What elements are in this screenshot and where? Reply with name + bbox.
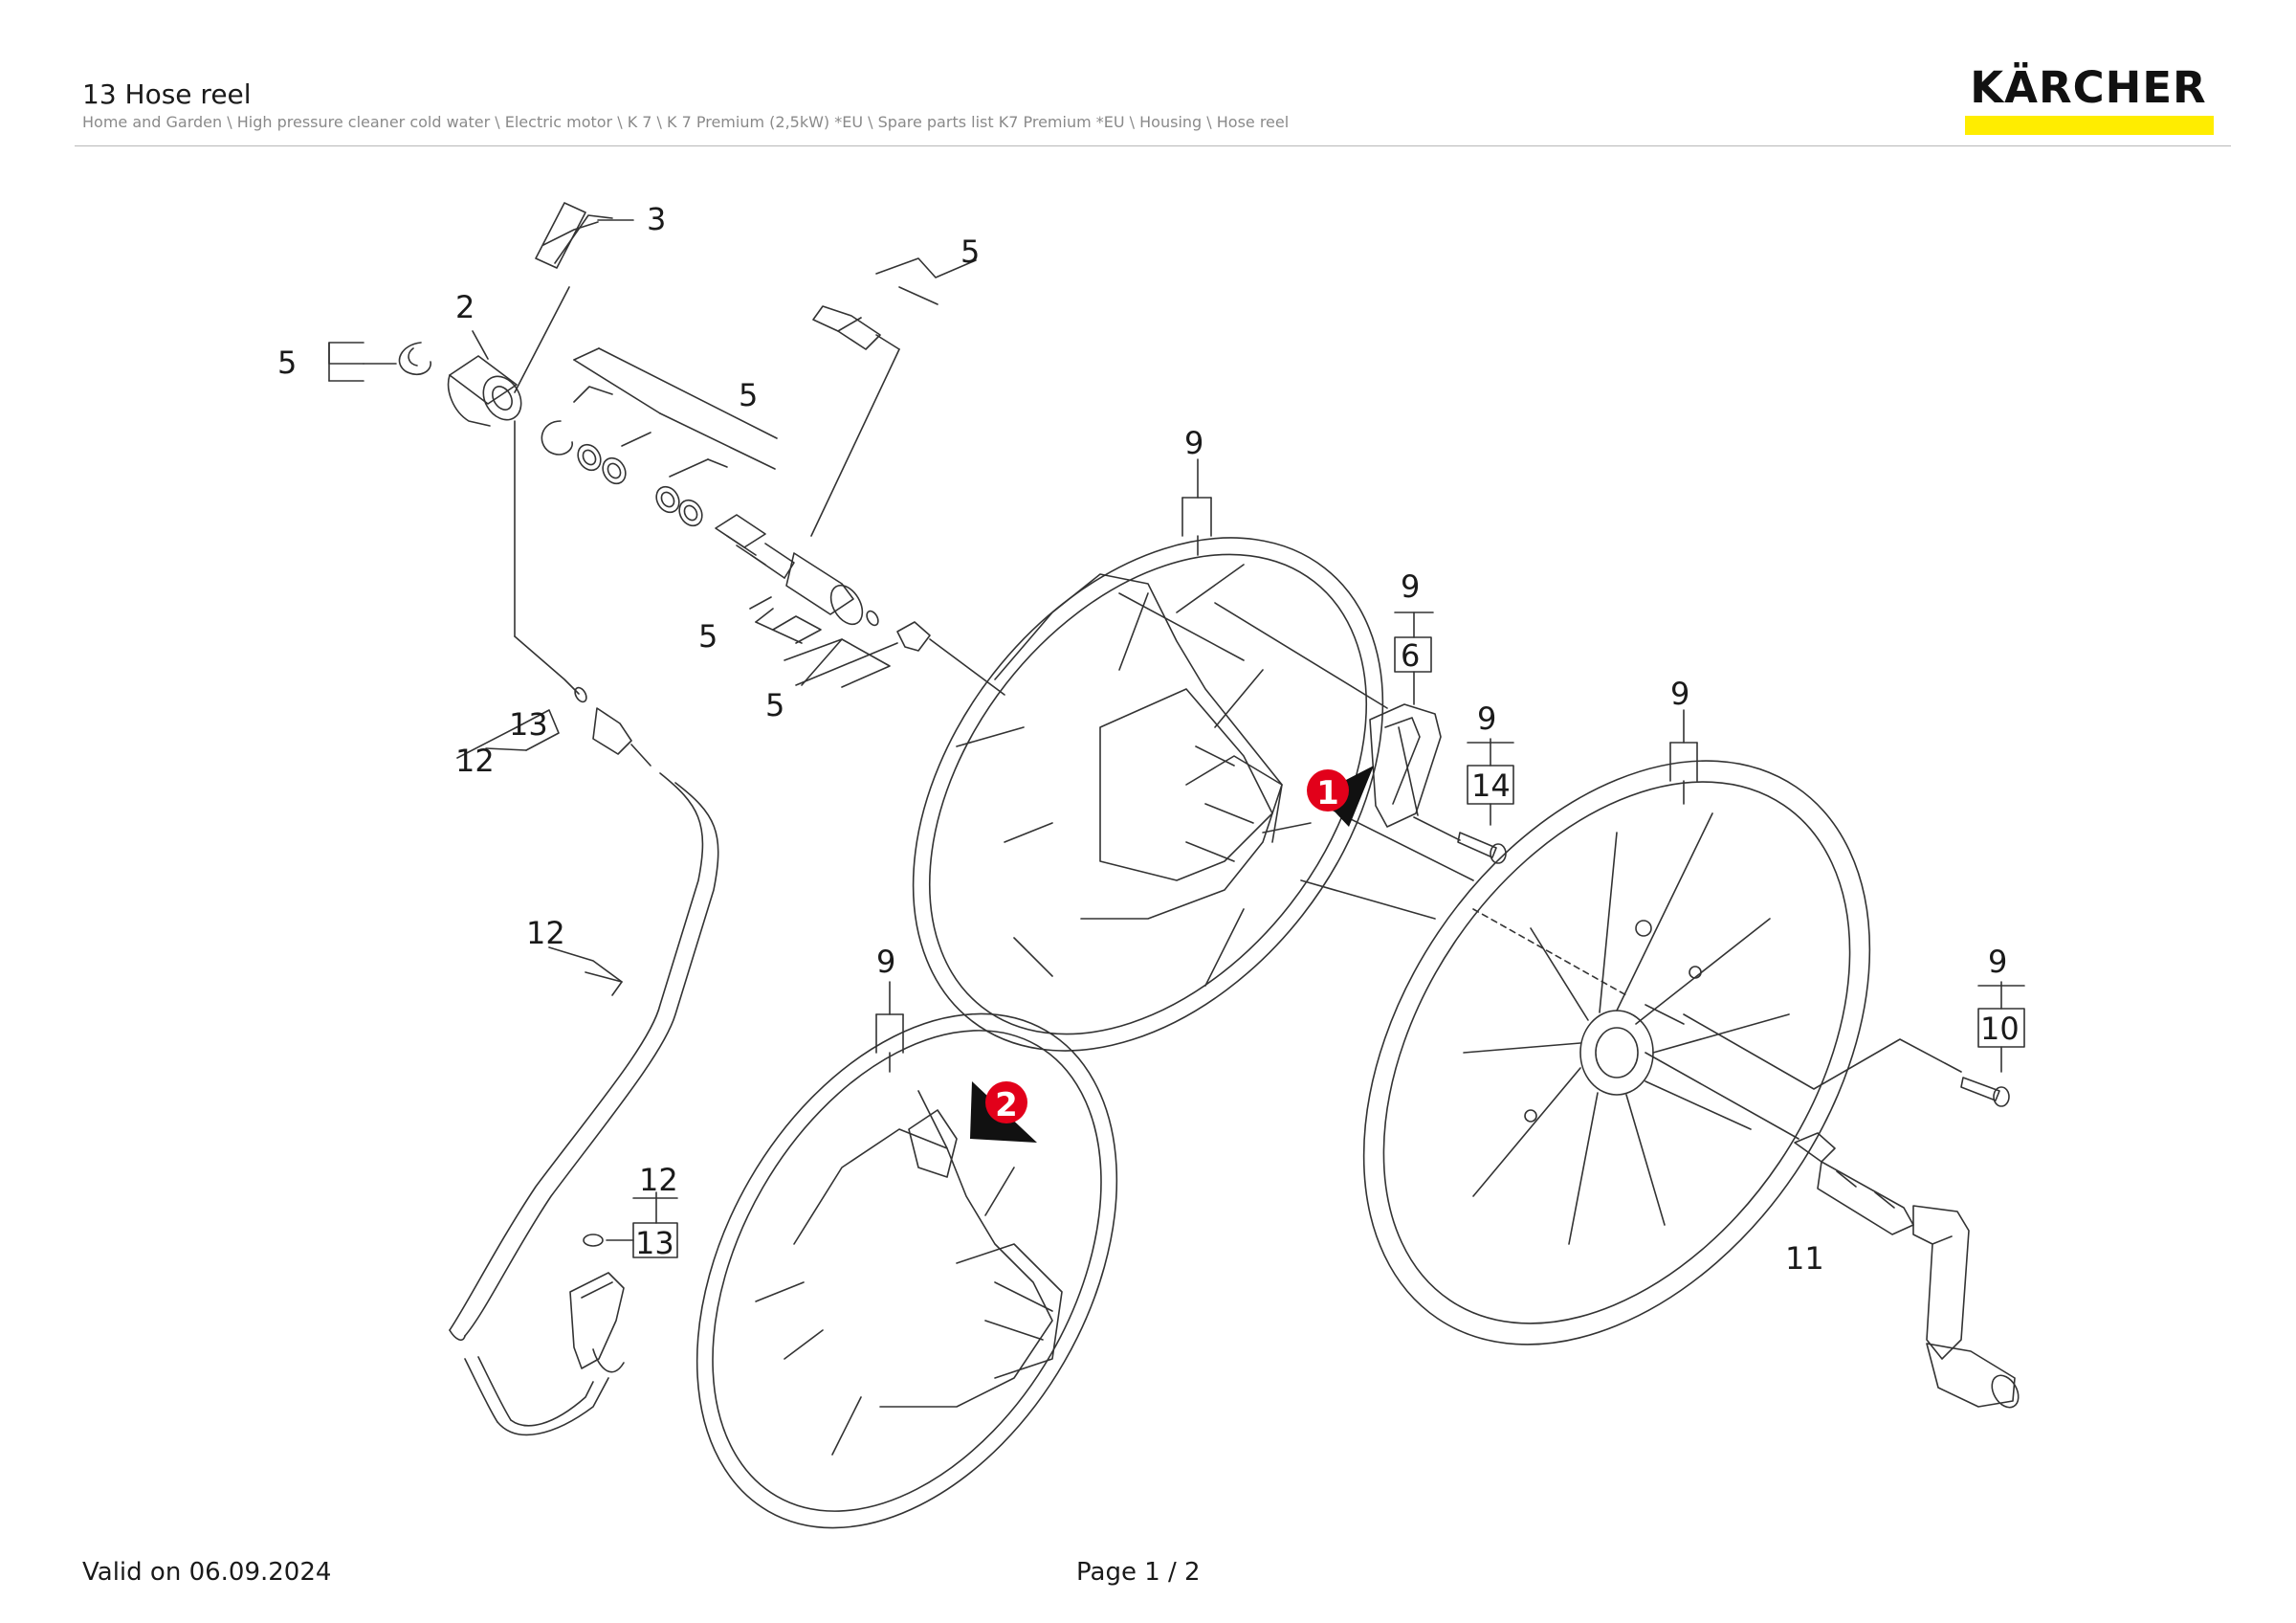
page-title: 13 Hose reel [82,78,252,110]
label-9-holder: 9 [1401,568,1420,605]
label-9-drum-upper: 9 [1184,425,1203,461]
leaders-9 [875,458,1698,1073]
part-6-holder [1369,611,1461,841]
label-13-upper: 13 [509,706,548,743]
logo-yellow-bar [1965,116,2214,135]
label-12-lower: 12 [639,1162,678,1198]
validity-date: Valid on 06.09.2024 [82,1558,332,1587]
part-5-clip-top [810,257,977,537]
label-11: 11 [1785,1240,1824,1277]
label-13-lower: 13 [635,1225,674,1261]
breadcrumb: Home and Garden \ High pressure cleaner … [82,113,1290,131]
drum-half-upper [912,537,1474,1052]
drum-half-lower [695,1012,1118,1529]
part-2-sleeve [447,330,580,695]
logo-wordmark: KÄRCHER [1970,62,2207,113]
part-14-screw [1457,738,1514,864]
label-14: 14 [1471,767,1511,804]
label-5-top: 5 [960,233,980,270]
label-5-left: 5 [277,345,297,381]
header-divider [75,145,2231,146]
part-11-crank [1645,1052,2020,1409]
leaders-5-lower [772,615,898,688]
part-5-ring-group [541,347,778,527]
label-9-screw-14: 9 [1477,700,1496,737]
page-number: Page 1 / 2 [1076,1558,1201,1587]
label-5-lower-b: 5 [765,687,784,723]
marker-2-label: 2 [995,1086,1018,1124]
part-swivel-nipple [715,514,1005,696]
label-12-upper: 12 [455,743,495,779]
label-9-screw-10: 9 [1988,944,2007,980]
part-5-circlip-left [328,342,431,382]
marker-1: 1 [1307,766,1374,827]
marker-2: 2 [970,1081,1037,1143]
label-12-hose: 12 [526,915,565,951]
label-9-drum-lower: 9 [876,944,895,980]
part-3-clip [514,202,634,393]
drum-plate-right [1362,760,1871,1345]
part-10-screw [1683,981,2025,1107]
label-10: 10 [1980,1011,2020,1047]
label-5-lower-a: 5 [698,618,718,655]
part-13-oring-lower [583,1191,678,1258]
karcher-logo: KÄRCHER [1963,63,2214,136]
marker-1-label: 1 [1316,774,1339,812]
part-13-oring-upper [456,686,587,759]
label-2: 2 [455,289,475,325]
label-3: 3 [647,201,666,237]
part-12-hose [449,707,719,1436]
label-5-middle: 5 [739,377,758,413]
label-9-plate: 9 [1670,676,1689,712]
label-6: 6 [1401,637,1420,674]
